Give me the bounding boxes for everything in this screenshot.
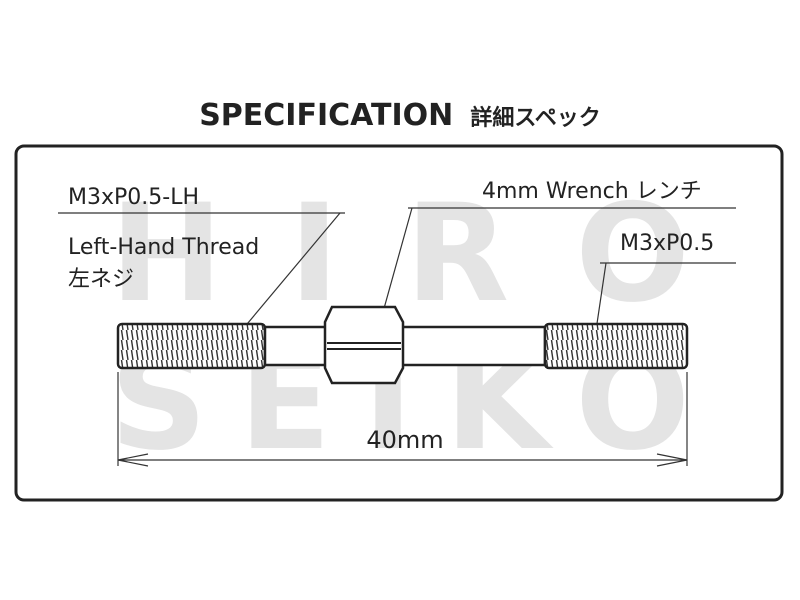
left-thread-label: M3xP0.5-LH [68,185,199,210]
hex-nut [323,305,405,385]
length-dimension: 40mm [366,426,443,454]
dimension-line [117,372,688,467]
right-thread [543,322,689,370]
wrench-label: 4mm Wrench レンチ [482,179,702,204]
left-thread [116,322,267,370]
left-thread-description-jp: 左ネジ [68,267,134,292]
turnbuckle-rod [116,305,689,385]
left-leader-line [231,212,341,343]
page-title: SPECIFICATION 詳細スペック [199,98,601,133]
right-thread-label: M3xP0.5 [620,231,714,256]
left-thread-description: Left-Hand Thread [68,235,259,260]
